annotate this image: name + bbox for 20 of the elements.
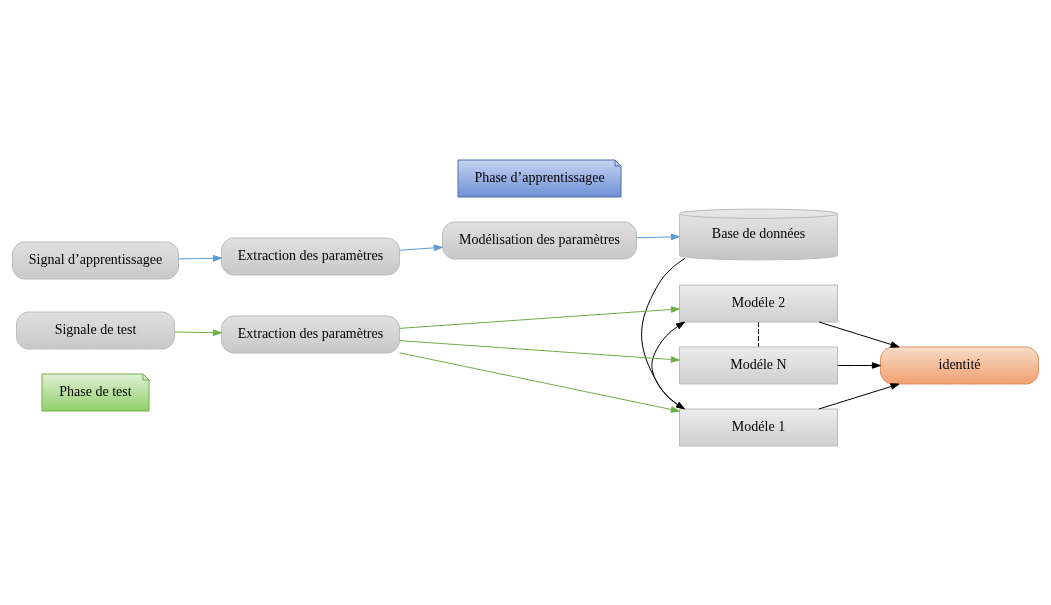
connector: [758, 321, 759, 347]
arrow: [399, 305, 680, 329]
node-box: Extraction des paramètres: [221, 237, 400, 275]
node-box: Modéle N: [679, 346, 838, 384]
arrow: [837, 361, 881, 369]
arrow: [399, 351, 680, 413]
arrow: [399, 244, 443, 251]
arrow: [818, 321, 900, 348]
node-box: Modéle 2: [679, 284, 838, 322]
node-box: Signal d’apprentissagee: [12, 241, 179, 279]
arrow: [178, 254, 222, 262]
arrow: [636, 233, 680, 240]
arrow: [174, 328, 222, 336]
arrow: [818, 382, 900, 409]
node-box: Signale de test: [16, 311, 175, 349]
arrow: [399, 339, 680, 363]
node-box: Modélisation des paramètres: [442, 221, 637, 259]
node-box: Extraction des paramètres: [221, 315, 400, 353]
node-box: identité: [880, 346, 1039, 384]
node-box: Modéle 1: [679, 408, 838, 446]
